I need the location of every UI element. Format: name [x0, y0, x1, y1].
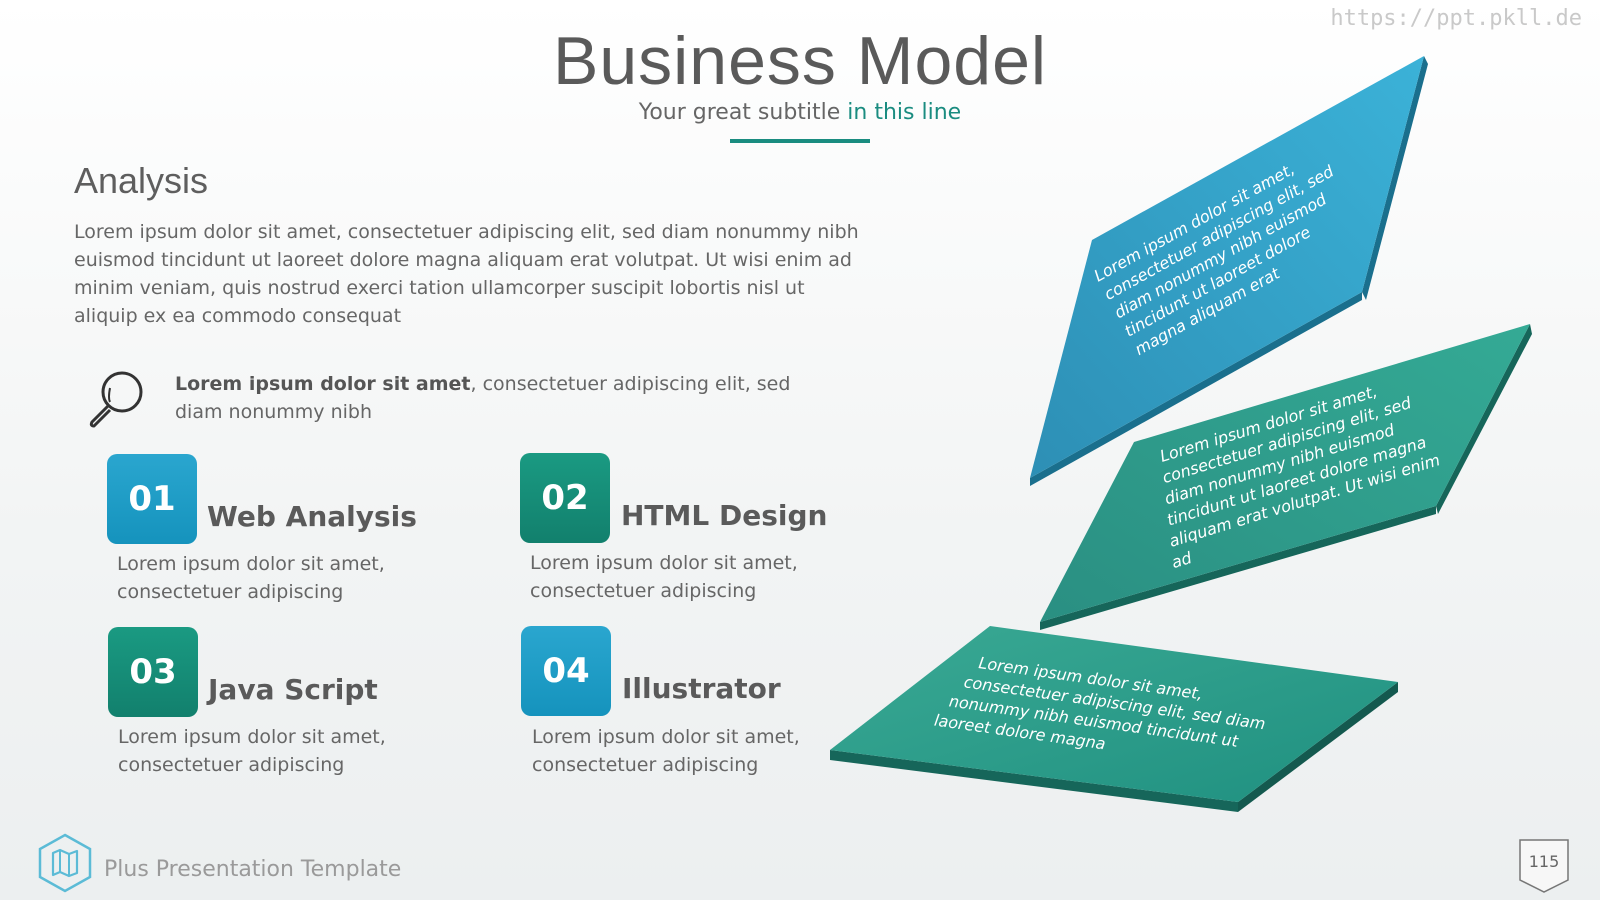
- panel-2-face: [1040, 324, 1530, 622]
- feature-rest: , consectetuer adipiscing elit, sed diam…: [175, 373, 791, 423]
- page-number-badge: [1519, 839, 1569, 893]
- footer-brand: Plus Presentation Template: [104, 857, 402, 882]
- panel-1-face: [1030, 56, 1424, 478]
- search-icon: [89, 371, 143, 428]
- panel-2: [1040, 324, 1532, 630]
- item-text-html-design: Lorem ipsum dolor sit amet, consectetuer…: [530, 552, 798, 602]
- panel-1-edge: [1030, 292, 1362, 486]
- panel-3-edge-side: [1238, 682, 1398, 812]
- feature-text: Lorem ipsum dolor sit amet, consectetuer…: [175, 370, 835, 426]
- item-title-illustrator: Illustrator: [622, 672, 781, 705]
- item-title-html-design: HTML Design: [621, 499, 828, 532]
- analysis-heading: Analysis: [74, 160, 209, 201]
- page-title: Business Model: [552, 23, 1048, 99]
- item-number-04: 04: [521, 626, 611, 716]
- subtitle-main: Your great subtitle: [638, 100, 848, 125]
- panel-3-face: [830, 626, 1398, 802]
- item-text-java-script: Lorem ipsum dolor sit amet, consectetuer…: [118, 726, 386, 776]
- page-subtitle: Your great subtitle in this line: [0, 100, 1600, 125]
- item-text-web-analysis: Lorem ipsum dolor sit amet, consectetuer…: [117, 553, 385, 603]
- panel-2-side: [1436, 324, 1532, 514]
- watermark-url: https://ppt.pkll.de: [1330, 6, 1582, 31]
- feature-bold: Lorem ipsum dolor sit amet: [175, 373, 471, 395]
- panel-1-side: [1362, 56, 1428, 300]
- item-number-02: 02: [520, 453, 610, 543]
- page-number: 115: [1528, 852, 1560, 871]
- panel-2-edge: [1040, 506, 1436, 630]
- item-title-java-script: Java Script: [208, 673, 378, 706]
- item-number-01: 01: [107, 454, 197, 544]
- panel-1: [1030, 56, 1428, 486]
- panel-3-edge-front: [830, 750, 1238, 812]
- item-text-illustrator: Lorem ipsum dolor sit amet, consectetuer…: [532, 726, 800, 776]
- title-underline: [730, 139, 870, 143]
- panel-3: [830, 626, 1398, 812]
- item-title-web-analysis: Web Analysis: [207, 500, 417, 533]
- analysis-body: Lorem ipsum dolor sit amet, consectetuer…: [74, 221, 859, 327]
- subtitle-highlight: in this line: [847, 100, 962, 125]
- item-number-03: 03: [108, 627, 198, 717]
- map-icon: [38, 833, 92, 893]
